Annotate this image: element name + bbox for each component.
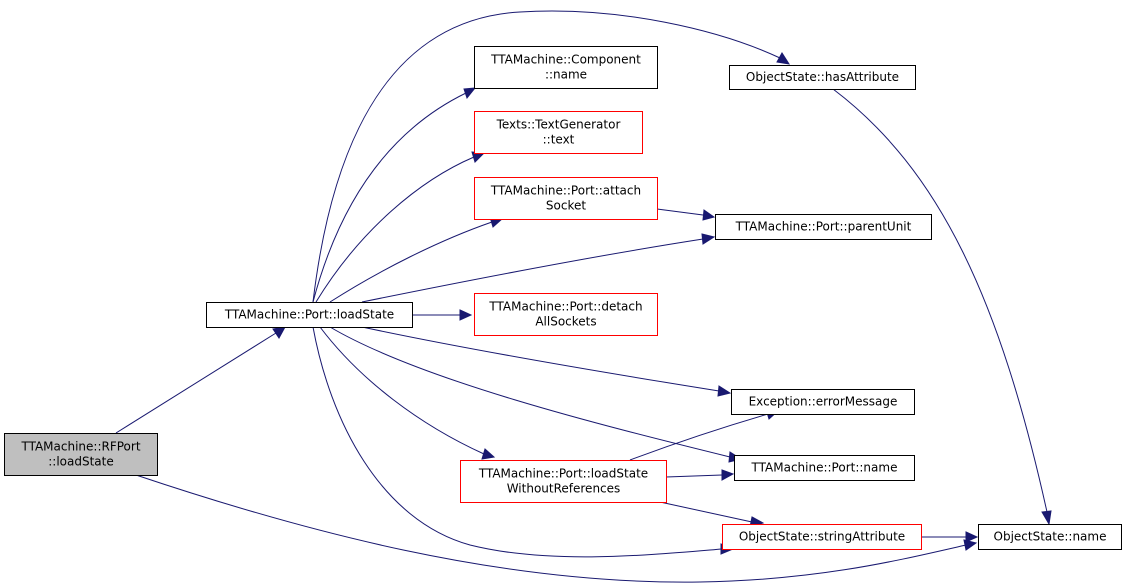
node-box [722,524,922,550]
edge-port_attachsocket-to-port_parentunit [656,208,716,221]
edge-port_loadstate-to-exception_errormessage [361,326,732,397]
node-box [729,65,916,90]
node-label-line: ::name [545,68,587,82]
node-label-line: Exception::errorMessage [749,395,898,409]
arrowhead-icon [459,309,473,321]
node-port_parentunit[interactable]: TTAMachine::Port::parentUnit [715,214,932,240]
node-box [4,433,158,476]
node-exception_errormessage[interactable]: Exception::errorMessage [731,389,915,415]
node-objectstate_name[interactable]: ObjectState::name [978,524,1122,550]
node-label-line: WithoutReferences [507,482,621,496]
edge-line [656,208,704,216]
node-rfport_loadstate[interactable]: TTAMachine::RFPort::loadState [4,433,158,476]
edge-port_loadstate-to-port_parentunit [361,233,716,303]
node-label-line: Texts::TextGenerator [496,118,621,132]
edge-port_loadstate-to-port_attachsocket [329,216,504,303]
node-box [474,111,643,154]
edge-line [329,326,731,458]
node-label-line: ::text [543,133,575,147]
edge-line [659,501,753,523]
node-objectstate_stringattribute[interactable]: ObjectState::stringAttribute [722,524,922,550]
node-component_name[interactable]: TTAMachine::Component::name [474,46,658,89]
edge-rfport_loadstate-to-objectstate_name [135,474,978,583]
edge-line [361,238,704,303]
node-label-line: ::loadState [48,455,114,469]
node-box [734,455,915,481]
node-box [474,46,658,89]
node-box [474,293,658,336]
edge-line [312,92,467,303]
arrowhead-icon [717,385,732,397]
edge-objectstate_hasattribute-to-objectstate_name [832,88,1052,526]
node-label-line: TTAMachine::Port::detach [488,300,642,314]
node-label-line: TTAMachine::Port::loadState [478,467,648,481]
node-label-line: TTAMachine::Port::loadState [224,308,394,322]
edge-objectstate_stringattribute-to-objectstate_name [921,531,979,543]
edge-line [629,413,769,461]
node-label-line: TTAMachine::Port::name [751,461,898,475]
arrowhead-icon [702,209,716,221]
node-box [460,460,667,503]
edge-port_loadstate-to-objectstate_hasattribute [312,10,791,303]
node-box [978,524,1122,550]
node-box [206,302,413,328]
edge-port_loadstate-to-textgenerator_text [315,151,486,303]
edge-port_loadstatewithoutreferences-to-port_name [665,469,735,481]
arrowhead-icon [463,87,477,100]
node-label-line: ObjectState::hasAttribute [746,70,899,84]
call-edges [115,10,1052,583]
edge-line [315,156,475,303]
edge-port_loadstatewithoutreferences-to-objectstate_stringattribute [659,501,765,528]
call-nodes: TTAMachine::RFPort::loadStateTTAMachine:… [4,46,1122,550]
edge-line [832,88,1048,513]
edge-port_loadstate-to-component_name [312,87,477,303]
edge-line [665,474,723,478]
node-box [715,214,932,240]
edge-line [312,10,781,303]
edge-port_loadstate-to-port_loadstatewithoutreferences [319,326,496,460]
node-label-line: TTAMachine::Port::parentUnit [735,220,912,234]
edge-line [135,474,967,583]
arrowhead-icon [963,539,978,551]
edge-port_loadstate-to-port_detachallsockets [412,309,473,321]
node-port_loadstatewithoutreferences[interactable]: TTAMachine::Port::loadStateWithoutRefere… [460,460,667,503]
node-label-line: AllSockets [535,315,596,329]
edge-line [312,326,723,558]
arrowhead-icon [701,233,716,245]
edge-line [115,332,277,434]
arrowhead-icon [776,52,791,65]
edge-port_loadstatewithoutreferences-to-exception_errormessage [629,408,780,461]
node-port_loadstate[interactable]: TTAMachine::Port::loadState [206,302,413,328]
edge-line [361,326,720,392]
node-label-line: ObjectState::stringAttribute [739,530,905,544]
node-label-line: Socket [546,199,586,213]
arrowhead-icon [481,448,496,460]
edge-rfport_loadstate-to-port_loadstate [115,326,286,434]
node-label-line: ObjectState::name [994,530,1107,544]
node-textgenerator_text[interactable]: Texts::TextGenerator::text [474,111,643,154]
arrowhead-icon [965,531,979,543]
arrowhead-icon [1041,510,1052,526]
node-label-line: TTAMachine::RFPort [20,440,140,454]
edge-line [329,221,493,303]
node-box [474,177,658,220]
node-label-line: TTAMachine::Port::attach [490,184,641,198]
node-objectstate_hasattribute[interactable]: ObjectState::hasAttribute [729,65,916,90]
node-label-line: TTAMachine::Component [490,53,641,67]
node-port_name[interactable]: TTAMachine::Port::name [734,455,915,481]
arrowhead-icon [721,469,735,481]
node-box [731,389,915,415]
arrowhead-icon [272,326,286,339]
edge-line [319,326,485,455]
